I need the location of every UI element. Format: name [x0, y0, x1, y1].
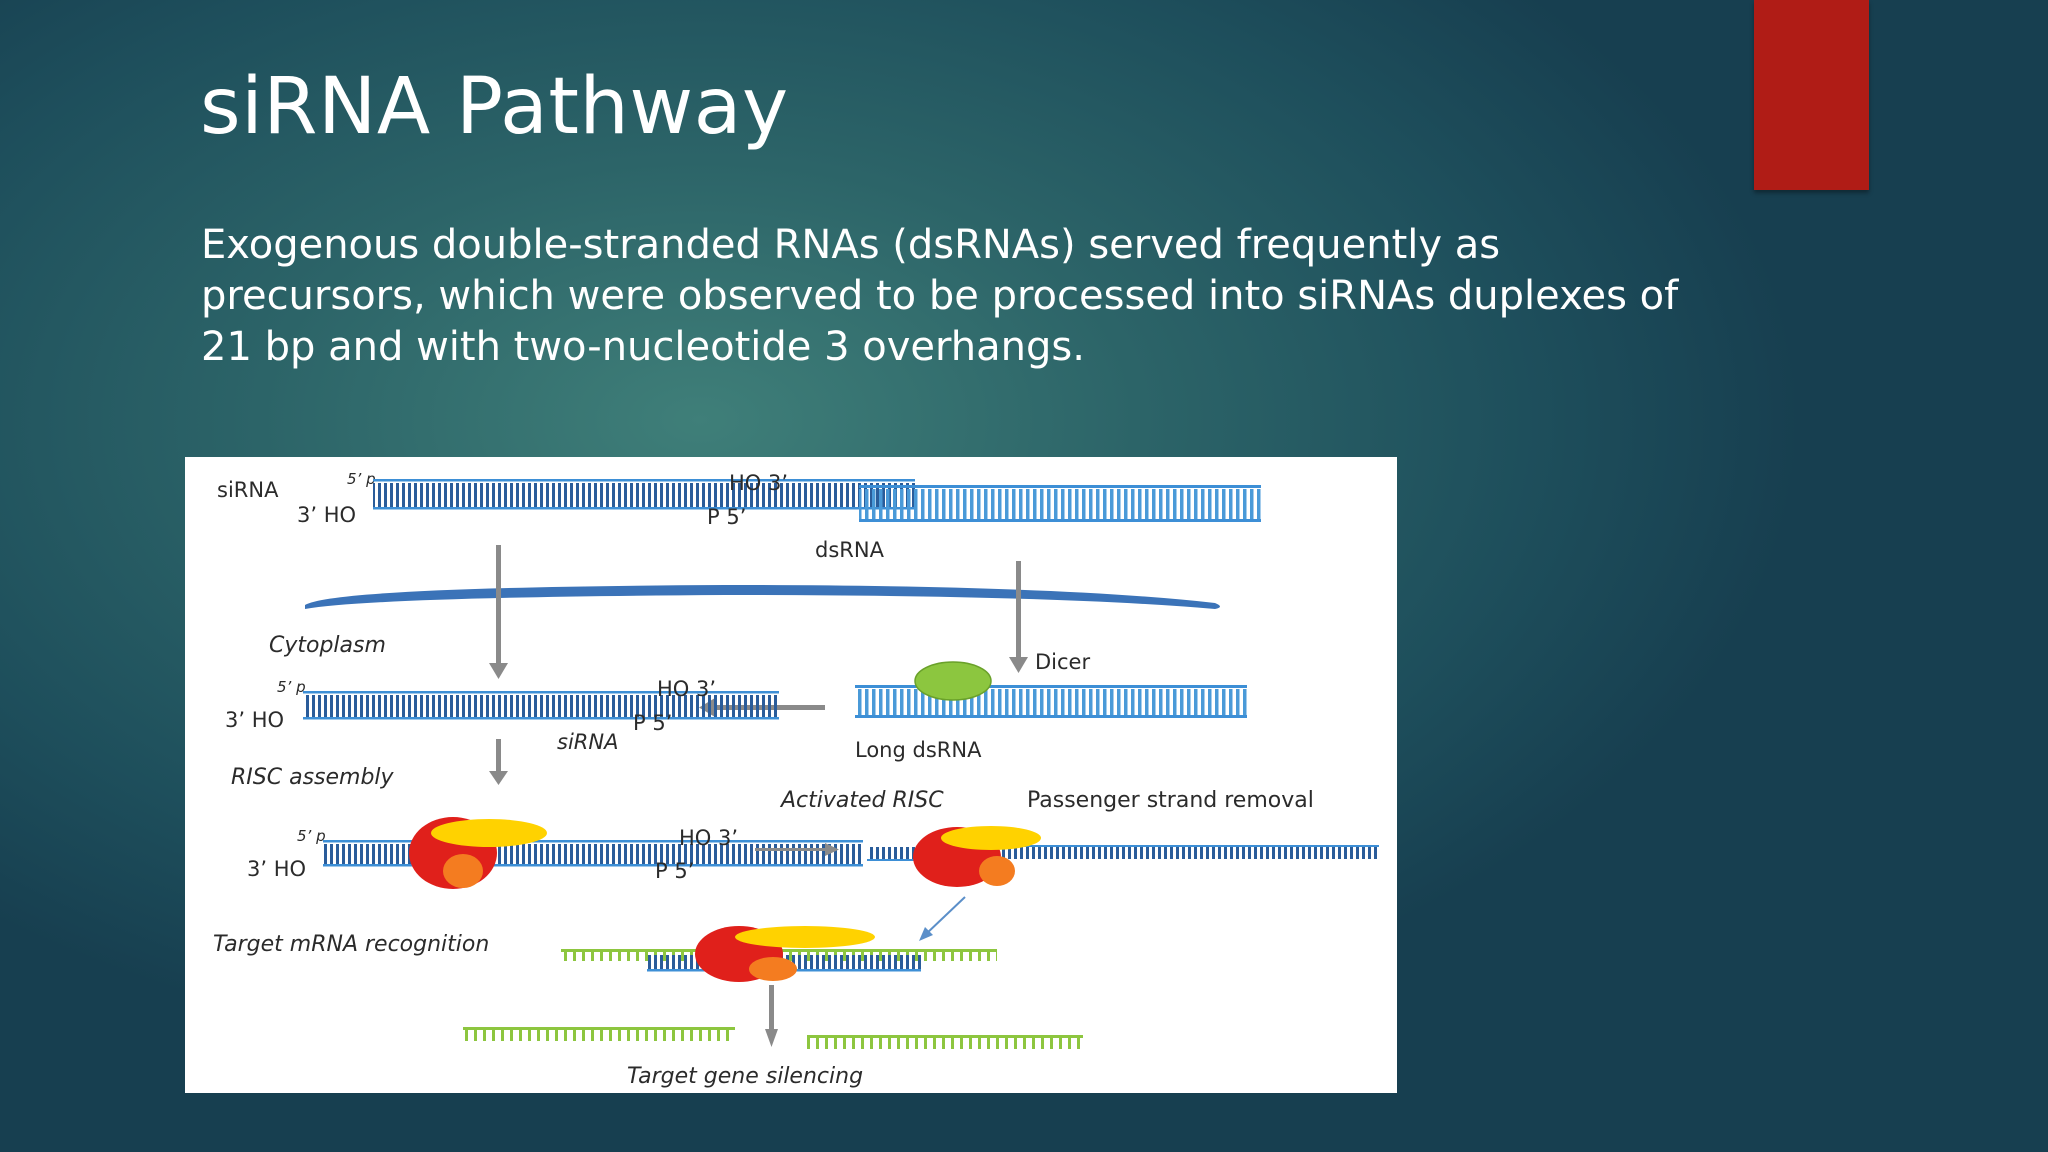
label-p5-mid: P 5’ — [633, 711, 672, 735]
cleaved-mrna-left — [463, 1027, 735, 1041]
arrow-to-target-recognition — [919, 896, 966, 941]
label-ho3-mid: HO 3’ — [657, 677, 716, 701]
risc-loading-duplex — [323, 840, 863, 867]
label-cytoplasm: Cytoplasm — [269, 633, 386, 658]
cleaved-mrna-right — [807, 1035, 1083, 1049]
label-sirna-top: siRNA — [217, 478, 279, 502]
label-target-recognition: Target mRNA recognition — [213, 932, 489, 957]
label-p5-risc: P 5’ — [655, 859, 694, 883]
label-ho3-top: HO 3’ — [729, 471, 788, 495]
activated-risc-complex — [913, 826, 1041, 887]
label-target-silencing: Target gene silencing — [627, 1064, 863, 1089]
slide-title: siRNA Pathway — [200, 62, 789, 152]
label-5p-mid: 5’ p — [277, 678, 306, 696]
dsrna-top — [859, 485, 1261, 522]
label-3ho-risc: 3’ HO — [247, 857, 306, 881]
arrow-sirna-entry — [489, 545, 508, 679]
sirna-duplex-mid — [303, 691, 779, 720]
label-sirna-mid: siRNA — [557, 730, 618, 754]
label-activated-risc: Activated RISC — [779, 788, 944, 813]
risc-loading-complex — [409, 817, 547, 889]
cell-membrane — [305, 585, 1220, 609]
label-ho3-risc: HO 3’ — [679, 826, 738, 850]
label-dsrna: dsRNA — [815, 538, 885, 562]
label-passenger-removal: Passenger strand removal — [1027, 788, 1314, 813]
arrow-to-silencing — [765, 985, 778, 1047]
label-p5-top: P 5’ — [707, 505, 746, 529]
activated-risc-strand — [867, 845, 1379, 861]
label-risc-assembly: RISC assembly — [231, 765, 395, 790]
sirna-pathway-diagram: siRNA 5’ p 3’ HO HO 3’ P 5’ dsRNA Cytopl… — [213, 470, 1379, 1089]
sirna-duplex-top — [373, 479, 915, 510]
label-5p-top: 5’ p — [347, 470, 376, 488]
dicer-enzyme — [914, 661, 992, 701]
body-text: Exogenous double-stranded RNAs (dsRNAs) … — [201, 222, 1679, 370]
sirna-pathway-figure: siRNA 5’ p 3’ HO HO 3’ P 5’ dsRNA Cytopl… — [185, 457, 1397, 1093]
label-3ho-top: 3’ HO — [297, 503, 356, 527]
label-long-dsrna: Long dsRNA — [855, 738, 982, 762]
label-5p-risc: 5’ p — [297, 827, 326, 845]
label-dicer: Dicer — [1035, 650, 1090, 674]
accent-bar — [1754, 0, 1869, 190]
label-3ho-mid: 3’ HO — [225, 708, 284, 732]
long-dsrna — [855, 685, 1247, 718]
arrow-to-activated-risc — [755, 843, 839, 856]
target-risc-complex — [695, 926, 875, 982]
arrow-to-risc-assembly — [489, 739, 508, 785]
arrow-dsrna-entry — [1009, 561, 1028, 673]
